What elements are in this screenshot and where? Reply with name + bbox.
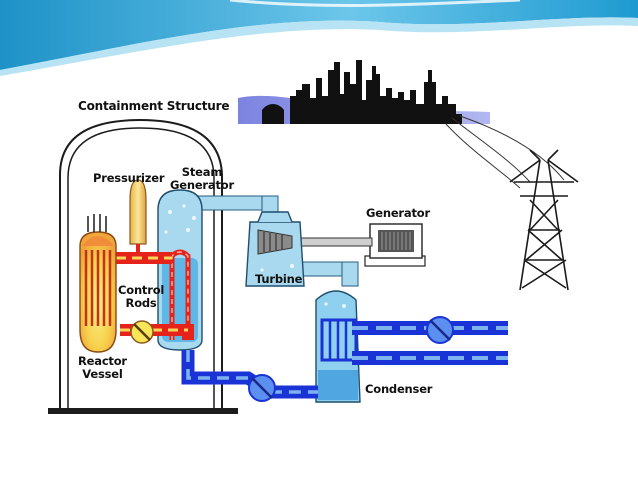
label-turbine: Turbine xyxy=(255,272,303,286)
label-pressurizer: Pressurizer xyxy=(93,171,165,185)
generator xyxy=(364,223,426,267)
reactor-vessel xyxy=(79,214,117,353)
cooling-water-loop xyxy=(352,316,508,365)
steam-generator xyxy=(157,189,203,351)
pressurizer xyxy=(129,179,147,254)
containment-base xyxy=(48,408,238,414)
label-steam-generator: Steam Generator xyxy=(170,165,234,192)
turbine-shaft xyxy=(289,237,373,247)
condenser xyxy=(315,290,361,403)
label-containment-structure: Containment Structure xyxy=(78,99,230,113)
label-reactor-vessel: Reactor Vessel xyxy=(78,354,127,381)
city-skyline xyxy=(238,60,490,124)
label-generator: Generator xyxy=(366,206,430,220)
transmission-tower xyxy=(509,149,579,291)
power-lines xyxy=(445,115,565,189)
label-condenser: Condenser xyxy=(365,382,433,396)
label-control-rods: Control Rods xyxy=(118,283,165,310)
feedwater-loop xyxy=(181,350,318,402)
reactor-coolant-pump xyxy=(130,320,154,344)
slide-header-wave xyxy=(0,0,638,76)
steam-bubbles xyxy=(164,204,346,308)
